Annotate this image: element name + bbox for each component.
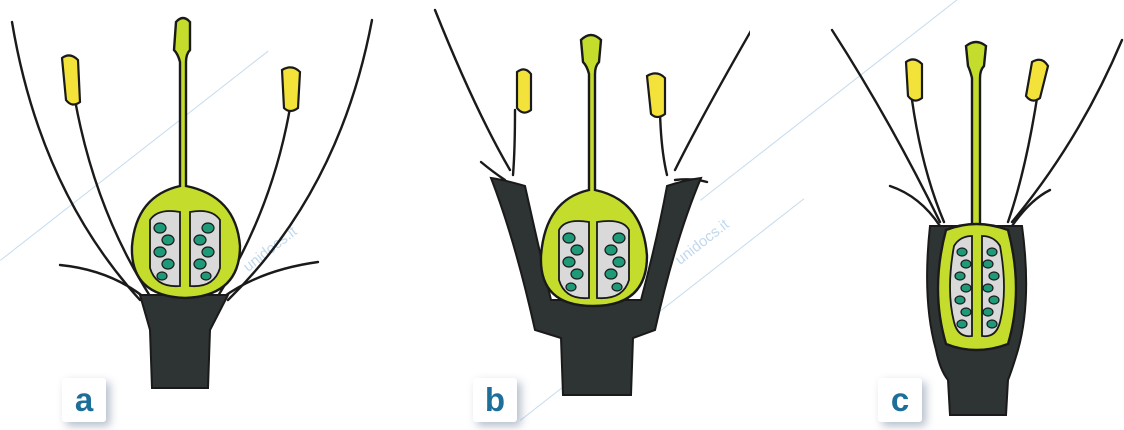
panel-c: c — [750, 0, 1124, 430]
panel-a: a — [0, 0, 375, 430]
panel-label-c: c — [878, 378, 922, 422]
flower-c-drawing — [750, 0, 1124, 430]
panel-b: b — [375, 0, 750, 430]
flower-b-drawing — [375, 0, 750, 430]
panel-label-a: a — [62, 378, 106, 422]
panel-label-b: b — [473, 378, 517, 422]
flower-a-drawing — [0, 0, 375, 430]
